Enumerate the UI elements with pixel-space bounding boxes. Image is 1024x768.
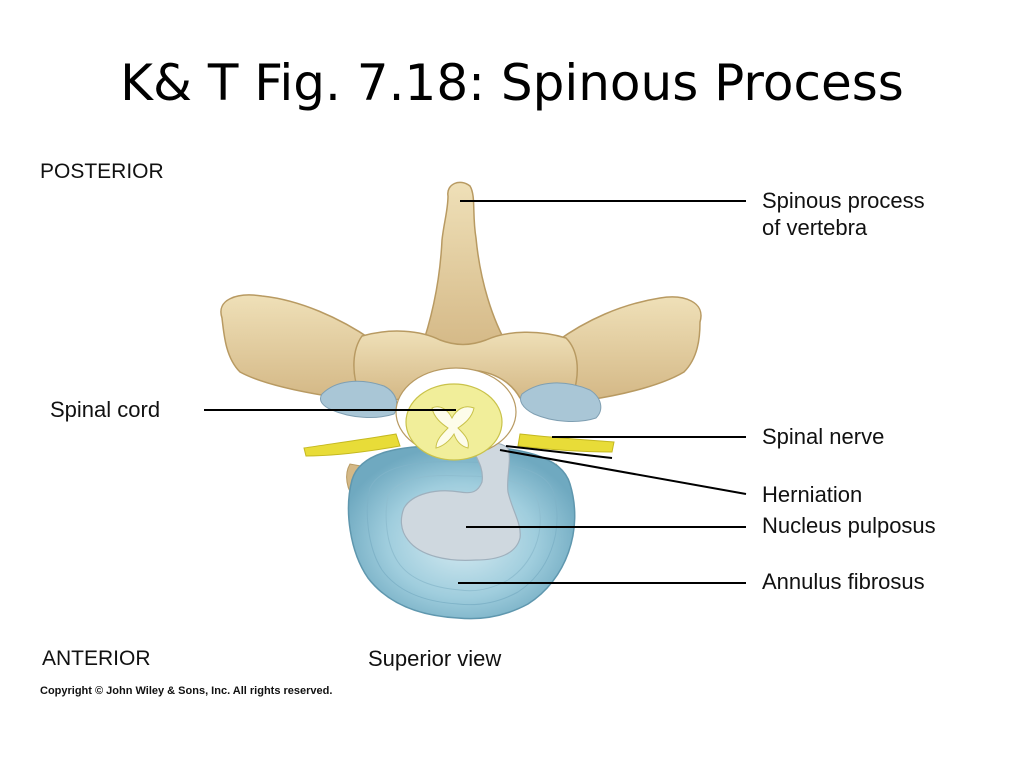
nucleus-pulposus [400, 442, 521, 561]
spinal-nerve-label: Spinal nerve [762, 424, 885, 449]
posterior-label: POSTERIOR [40, 160, 164, 183]
leader-lines [204, 200, 747, 584]
vertebral-arch [220, 181, 702, 501]
spinal-cord-label: Spinal cord [50, 397, 161, 422]
copyright-notice: Copyright © John Wiley & Sons, Inc. All … [40, 685, 333, 697]
right-facet [520, 382, 602, 422]
grey-matter [431, 406, 475, 449]
spinous-process-label: Spinous process [762, 188, 925, 213]
vertebral-canal [395, 367, 517, 461]
leader-line-herniation-2 [505, 445, 613, 459]
left-facet [319, 380, 398, 418]
spinous-process [418, 181, 512, 353]
leader-line-herniation [499, 449, 747, 495]
anterior-label: ANTERIOR [42, 647, 151, 670]
left-spinal-nerve [303, 433, 401, 457]
annulus-ring [385, 475, 541, 592]
herniation-label: Herniation [762, 482, 863, 507]
view-label: Superior view [368, 646, 502, 671]
slide-title: K& T Fig. 7.18: Spinous Process [120, 54, 904, 112]
annulus-fibrosus-label: Annulus fibrosus [762, 569, 925, 594]
spinous-process-label-line2: of vertebra [762, 215, 868, 240]
spinal-nerves [303, 433, 615, 457]
intervertebral-disc [347, 442, 576, 620]
nucleus-pulposus-label: Nucleus pulposus [762, 513, 936, 538]
